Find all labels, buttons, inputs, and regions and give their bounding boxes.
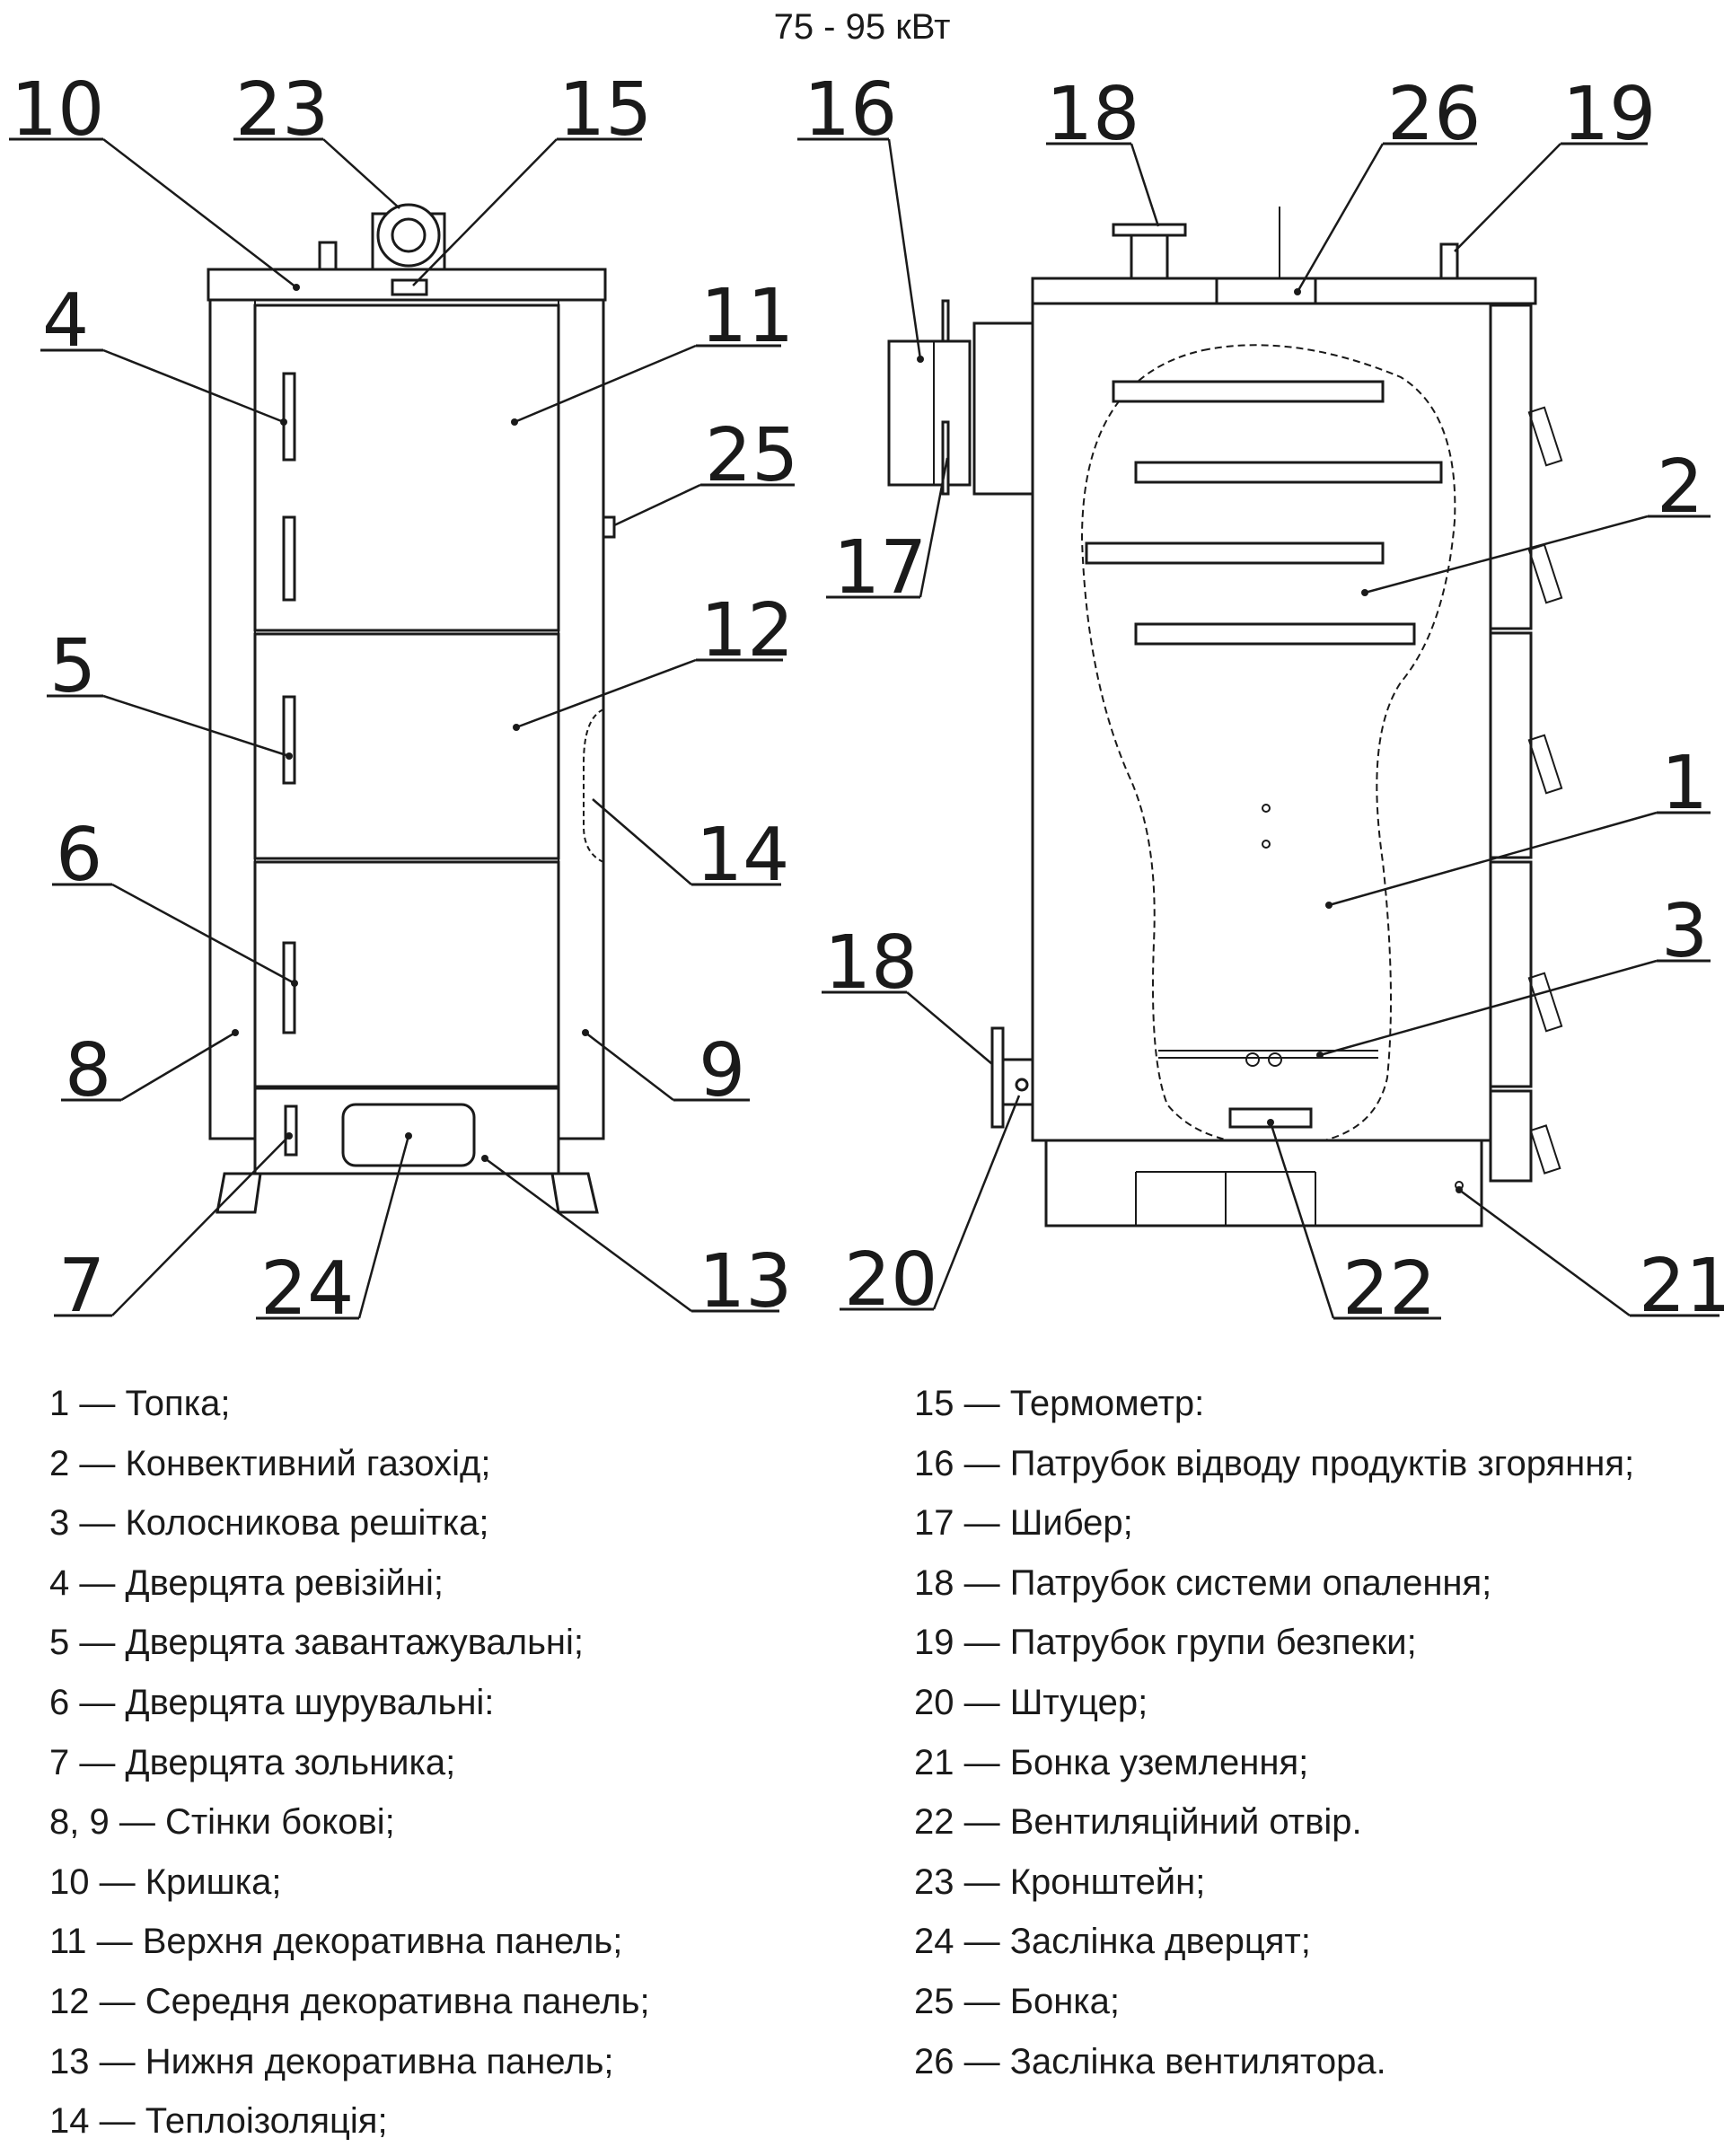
legend-item: 11 — Верхня декоративна панель; <box>49 1922 623 1962</box>
callout-20: 20 <box>844 1237 937 1323</box>
side-base <box>1044 1139 1483 1228</box>
side-body <box>1031 277 1492 1142</box>
insulation <box>583 708 604 864</box>
legend-item: 7 — Дверцята зольника; <box>49 1742 456 1782</box>
callout-18-left: 18 <box>824 920 918 1006</box>
legend-left: 1 — Топка; 2 — Конвективний газохід; 3 —… <box>49 1374 858 2152</box>
callout-17: 17 <box>833 525 927 611</box>
callout-23: 23 <box>235 67 329 153</box>
legend-item: 3 — Колосникова решітка; <box>49 1503 489 1544</box>
legend-item: 8, 9 — Стінки бокові; <box>49 1802 395 1843</box>
side-view <box>887 207 1563 1228</box>
legend-item: 24 — Заслінка дверцят; <box>914 1922 1311 1962</box>
legend-item: 21 — Бонка уземлення; <box>914 1742 1309 1782</box>
callout-8: 8 <box>65 1028 111 1113</box>
legend-item: 17 — Шибер; <box>914 1503 1133 1544</box>
bracket-ring <box>371 203 446 271</box>
callout-21: 21 <box>1639 1244 1724 1329</box>
callout-26: 26 <box>1387 72 1481 157</box>
legend-item: 4 — Дверцята ревізійні; <box>49 1562 444 1603</box>
callout-15: 15 <box>559 67 652 153</box>
callout-22: 22 <box>1342 1246 1436 1332</box>
legend-item: 19 — Патрубок групи безпеки; <box>914 1623 1417 1663</box>
callout-11: 11 <box>700 274 794 359</box>
legend-item: 14 — Теплоізоляція; <box>49 2101 388 2142</box>
legend-item: 2 — Конвективний газохід; <box>49 1443 491 1483</box>
front-top-nipple <box>318 241 338 271</box>
legend-item: 12 — Середня декоративна панель; <box>49 1981 650 2021</box>
legend-item: 5 — Дверцята завантажувальні; <box>49 1623 585 1663</box>
legend-item: 6 — Дверцята шурувальні: <box>49 1682 495 1722</box>
side-leaders <box>797 137 1720 1320</box>
callout-6: 6 <box>56 813 102 898</box>
callout-1: 1 <box>1661 741 1708 826</box>
front-leaders <box>9 137 795 1320</box>
callout-9: 9 <box>699 1028 745 1113</box>
legend-item: 25 — Бонка; <box>914 1981 1121 2021</box>
callout-25: 25 <box>705 413 798 498</box>
callout-18-top: 18 <box>1046 72 1139 157</box>
legend-item: 23 — Кронштейн; <box>914 1861 1206 1902</box>
legend-item: 26 — Заслінка вентилятора. <box>914 2041 1386 2081</box>
callout-4: 4 <box>42 278 89 364</box>
middle-panel <box>253 632 560 860</box>
callout-14: 14 <box>696 813 789 898</box>
callout-12: 12 <box>700 588 794 673</box>
legend-item: 18 — Патрубок системи опалення; <box>914 1562 1492 1603</box>
top-panel <box>253 304 560 632</box>
callout-10: 10 <box>11 67 104 153</box>
legend-item: 16 — Патрубок відводу продуктів згоряння… <box>914 1443 1635 1483</box>
callout-5: 5 <box>49 624 96 709</box>
boiler-diagram: 10 23 15 4 11 25 5 12 14 6 8 9 7 24 13 <box>9 67 1724 1332</box>
lower-door-panel <box>253 860 560 1088</box>
legend-item: 1 — Топка; <box>49 1384 231 1423</box>
callout-2: 2 <box>1657 444 1703 530</box>
legend-item: 10 — Кришка; <box>49 1861 282 1902</box>
callout-7: 7 <box>58 1244 105 1329</box>
callout-24: 24 <box>260 1246 354 1332</box>
page-title: 75 - 95 кВт <box>773 7 951 47</box>
fitting <box>1015 1078 1029 1092</box>
firebox-outline <box>1080 344 1456 1147</box>
thermometer <box>391 278 428 296</box>
legend-item: 22 — Вентиляційний отвір. <box>914 1802 1362 1843</box>
damper <box>941 420 950 496</box>
heating-pipe-top <box>1130 232 1169 280</box>
legend-item: 20 — Штуцер; <box>914 1682 1148 1722</box>
legend-right: 15 — Термометр: 16 — Патрубок відводу пр… <box>914 1374 1704 2091</box>
front-view <box>207 203 616 1214</box>
flue-outlet <box>887 299 1034 496</box>
callout-3: 3 <box>1661 889 1708 974</box>
callout-19: 19 <box>1562 72 1656 157</box>
callout-13: 13 <box>699 1239 792 1324</box>
legend-item: 13 — Нижня декоративна панель; <box>49 2041 614 2081</box>
callout-16: 16 <box>804 67 897 153</box>
legend-item: 15 — Термометр: <box>914 1384 1205 1423</box>
front-boss <box>602 515 616 539</box>
safety-pipe <box>1439 242 1459 280</box>
